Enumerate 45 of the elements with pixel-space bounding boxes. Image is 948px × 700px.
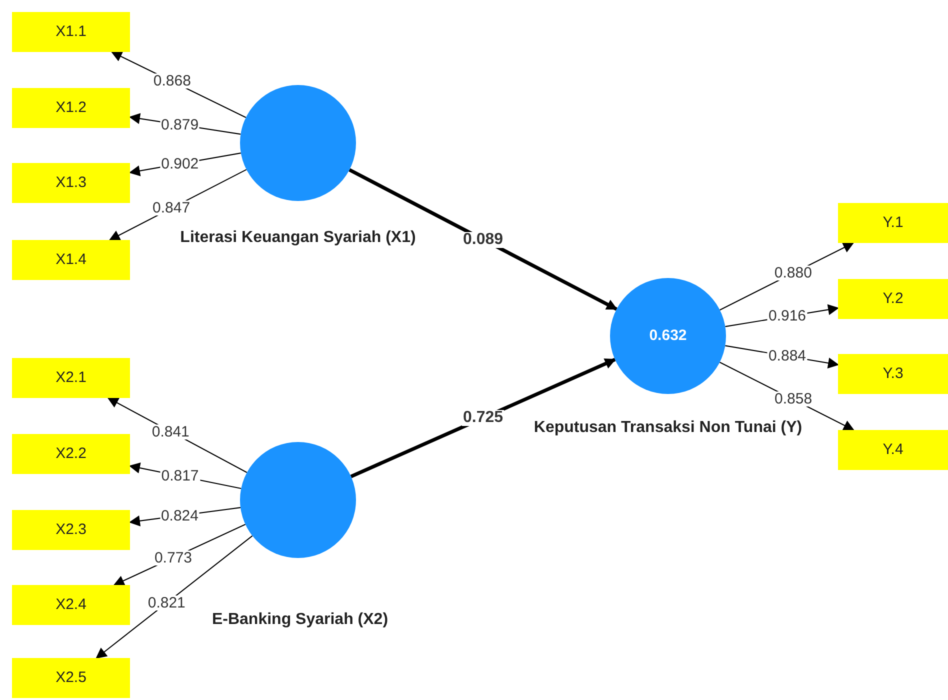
edge-label: 0.773: [153, 550, 193, 566]
indicator-name: X2.4: [56, 594, 86, 615]
indicator-name: X1.3: [56, 172, 86, 193]
indicator-box: [12, 510, 130, 550]
indicator-box: [12, 585, 130, 625]
edge-label: 0.884: [767, 348, 807, 364]
indicator-name: Y.4: [882, 440, 904, 460]
edge-label: 0.880: [773, 266, 813, 281]
indicator-name: Y.3: [882, 364, 904, 384]
edge-label: 0.725: [462, 410, 504, 426]
indicator-box: [12, 12, 130, 52]
indicator-name: X1.1: [56, 22, 86, 42]
edge-label: 0.824: [160, 508, 200, 524]
indicator-box: [838, 203, 948, 243]
indicator-box: [12, 358, 130, 398]
edge-label: 0.817: [160, 468, 200, 484]
indicator-name: Y.2: [882, 288, 904, 309]
edge-label: 0.841: [150, 424, 190, 440]
edge-label: 0.858: [774, 392, 814, 407]
edge-label: 0.868: [152, 74, 192, 89]
indicator-box: [12, 88, 130, 128]
indicator-name: X1.4: [56, 250, 86, 270]
arrow: [96, 535, 253, 659]
indicator-name: X2.3: [56, 520, 86, 540]
indicator-name: X1.2: [56, 98, 86, 118]
indicator-name: X2.5: [56, 668, 86, 688]
indicator-box: [12, 240, 130, 280]
indicator-box: [12, 163, 130, 203]
indicator-box: [838, 430, 948, 470]
indicator-name: X2.2: [56, 444, 86, 464]
edge-label: 0.821: [146, 596, 186, 610]
arrow: [350, 358, 616, 478]
indicator-box: [838, 354, 948, 394]
arrow: [348, 168, 618, 311]
edge-label: 0.879: [160, 117, 200, 132]
indicator-name: Y.1: [882, 212, 904, 233]
indicator-box: [838, 279, 948, 319]
r-squared-value: 0.632: [649, 326, 687, 346]
edge-label: 0.089: [462, 232, 504, 248]
edge-label: 0.916: [767, 308, 808, 324]
indicator-name: X2.1: [56, 368, 86, 388]
indicator-box: [12, 434, 130, 474]
edge-label: 0.902: [160, 156, 200, 172]
indicator-box: [12, 658, 130, 698]
edge-label: 0.847: [152, 200, 192, 216]
